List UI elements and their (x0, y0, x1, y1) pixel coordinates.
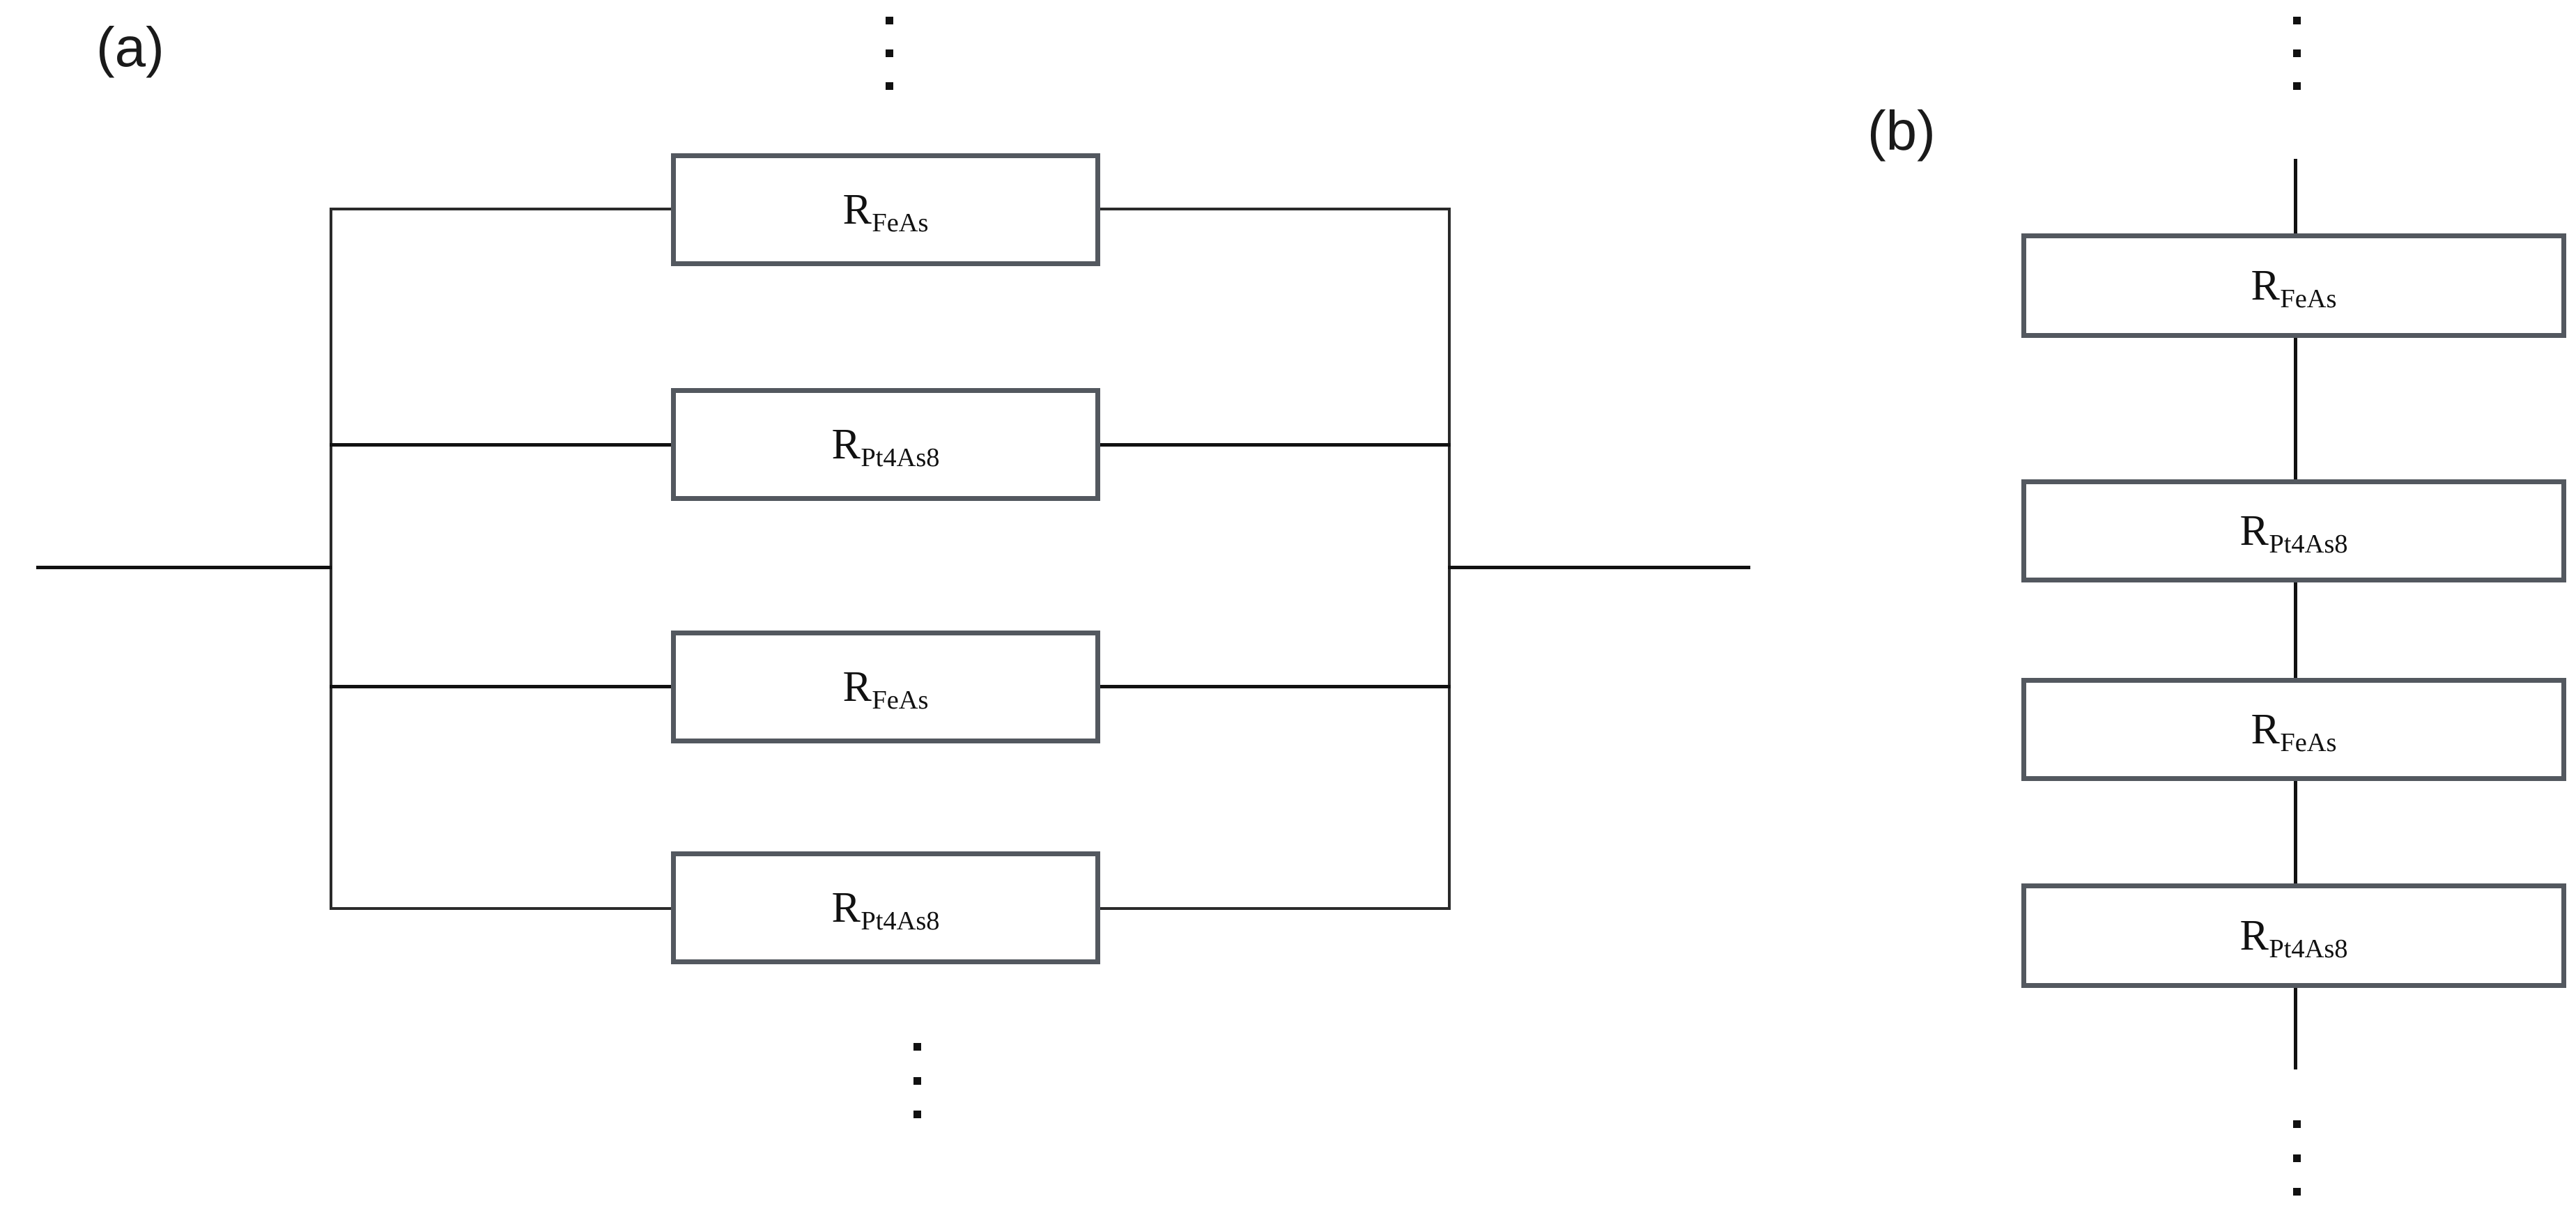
panel-a-resistor-3-label: RPt4As8 (831, 883, 940, 936)
panel-b-lead-bottom (2294, 986, 2297, 1069)
panel-a-branch-0-left-wire (330, 208, 674, 210)
panel-b-resistor-1: RPt4As8 (2021, 479, 2566, 582)
panel-a-branch-3-left-wire (330, 907, 674, 910)
panel-b-resistor-3-label: RPt4As8 (2239, 911, 2348, 964)
panel-b-resistor-0-label: RFeAs (2251, 261, 2337, 314)
panel-a-branch-2-right-wire (1097, 685, 1451, 688)
panel-b-resistor-0: RFeAs (2021, 233, 2566, 338)
panel-a-resistor-0-label: RFeAs (842, 185, 929, 238)
panel-a-resistor-2: RFeAs (671, 631, 1100, 743)
panel-a-bottom-ellipsis-icon (913, 1043, 921, 1118)
panel-a-resistor-2-label: RFeAs (842, 663, 929, 716)
panel-b-top-ellipsis-icon (2292, 17, 2301, 90)
panel-b-label: (b) (1867, 100, 1936, 162)
panel-b-link-0-1 (2294, 334, 2297, 482)
panel-a-resistor-3: RPt4As8 (671, 851, 1100, 964)
panel-a-left-terminal-lead (36, 566, 332, 569)
panel-b-link-1-2 (2294, 578, 2297, 683)
panel-a-top-ellipsis-icon (885, 17, 893, 90)
panel-a-left-bus-rail (330, 208, 332, 910)
panel-a-resistor-0: RFeAs (671, 153, 1100, 266)
panel-a-branch-3-right-wire (1097, 907, 1451, 910)
panel-a-resistor-1: RPt4As8 (671, 388, 1100, 501)
panel-a-right-bus-rail (1448, 208, 1451, 910)
panel-a-resistor-1-label: RPt4As8 (831, 420, 940, 473)
panel-b-resistor-3: RPt4As8 (2021, 883, 2566, 988)
panel-a-branch-2-left-wire (330, 685, 674, 688)
panel-a-branch-0-right-wire (1097, 208, 1451, 210)
panel-b-bottom-ellipsis-icon (2292, 1120, 2301, 1196)
panel-b-link-2-3 (2294, 777, 2297, 887)
panel-a-label: (a) (96, 16, 164, 78)
panel-b-resistor-2-label: RFeAs (2251, 705, 2337, 758)
panel-a-right-terminal-lead (1448, 566, 1750, 569)
panel-a-branch-1-left-wire (330, 443, 674, 447)
panel-b-resistor-2: RFeAs (2021, 678, 2566, 781)
panel-a-branch-1-right-wire (1097, 443, 1451, 447)
panel-b-resistor-1-label: RPt4As8 (2239, 507, 2348, 559)
panel-b-lead-top (2294, 159, 2297, 237)
